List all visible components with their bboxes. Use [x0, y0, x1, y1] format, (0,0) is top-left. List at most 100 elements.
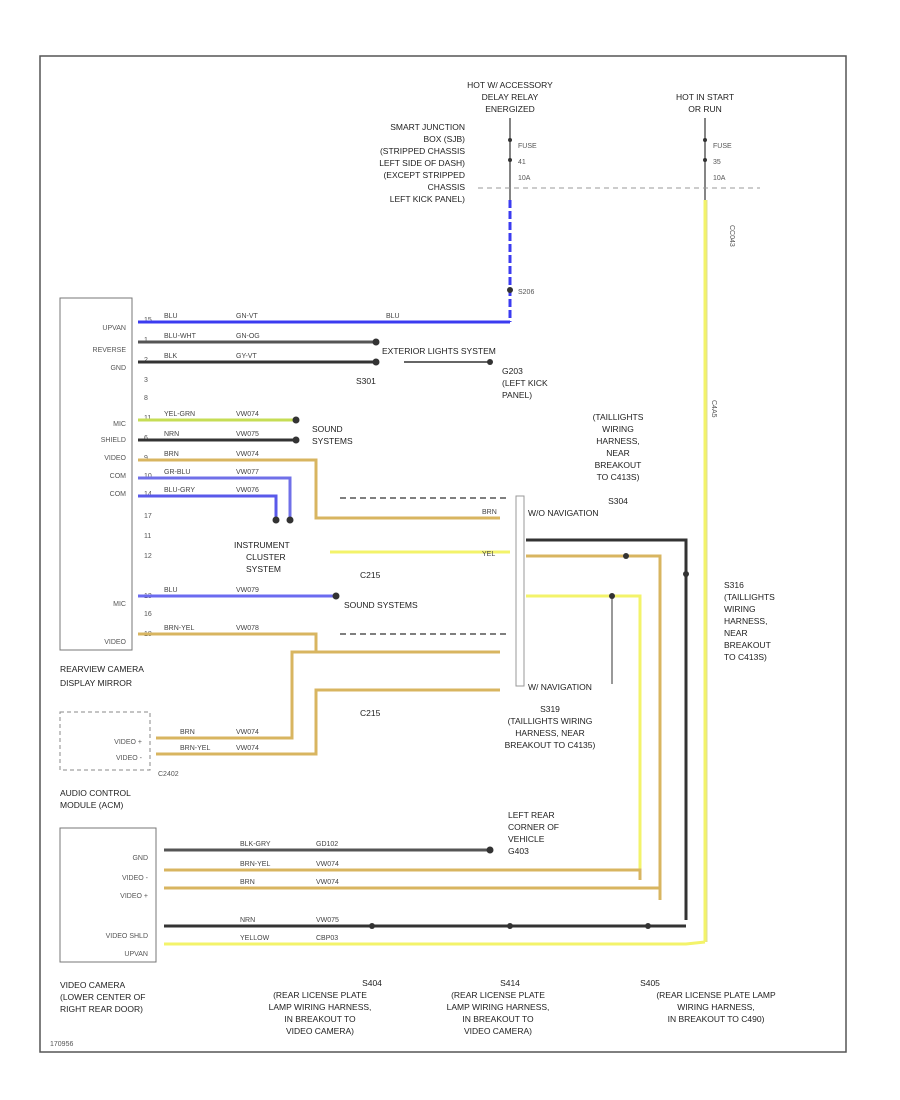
mic2-arrow — [332, 592, 340, 600]
mirror-pin-com2: COM — [110, 491, 127, 498]
svg-text:BLU-GRY: BLU-GRY — [164, 487, 195, 494]
svg-text:INSTRUMENT: INSTRUMENT — [234, 540, 290, 550]
svg-text:16: 16 — [144, 611, 152, 618]
diagram-frame — [39, 55, 847, 1053]
svg-text:VW075: VW075 — [316, 917, 339, 924]
svg-text:WIRING HARNESS,: WIRING HARNESS, — [677, 1002, 754, 1012]
wire-com-2 — [138, 494, 278, 520]
svg-text:YEL: YEL — [482, 551, 495, 558]
footer-code: 170956 — [50, 1041, 73, 1048]
run-title-2: OR RUN — [688, 104, 722, 114]
connector-c215-top: C215 — [330, 497, 510, 580]
connector-c215-bottom: C215 — [340, 633, 510, 718]
svg-text:VIDEO +: VIDEO + — [114, 739, 142, 746]
svg-text:LAMP WIRING HARNESS,: LAMP WIRING HARNESS, — [269, 1002, 372, 1012]
svg-text:CHASSIS: CHASSIS — [428, 182, 466, 192]
svg-text:SMART JUNCTION: SMART JUNCTION — [390, 122, 465, 132]
svg-text:WIRING: WIRING — [602, 424, 634, 434]
svg-text:VIDEO -: VIDEO - — [116, 755, 143, 762]
svg-text:GND: GND — [132, 855, 148, 862]
svg-text:LAMP WIRING HARNESS,: LAMP WIRING HARNESS, — [447, 1002, 550, 1012]
svg-text:W/ NAVIGATION: W/ NAVIGATION — [528, 682, 592, 692]
svg-text:NRN: NRN — [164, 431, 179, 438]
wire-acm-video-plus — [156, 650, 322, 740]
svg-text:BRN-YEL: BRN-YEL — [240, 861, 270, 868]
svg-text:(LEFT KICK: (LEFT KICK — [502, 378, 548, 388]
com-1-arrow — [286, 516, 294, 524]
svg-text:S405: S405 — [640, 978, 660, 988]
wire-acm-video-minus — [156, 688, 500, 756]
svg-text:BRN-YEL: BRN-YEL — [164, 625, 194, 632]
mirror-pin-reverse: REVERSE — [93, 347, 127, 354]
svg-text:C215: C215 — [360, 570, 381, 580]
svg-text:11: 11 — [144, 533, 151, 540]
mirror-pin-mic: MIC — [113, 421, 126, 428]
svg-text:YEL-GRN: YEL-GRN — [164, 411, 195, 418]
svg-text:NEAR: NEAR — [724, 628, 748, 638]
s316-label: S316 (TAILLIGHTS WIRING HARNESS, NEAR BR… — [724, 580, 775, 662]
svg-text:BOX (SJB): BOX (SJB) — [423, 134, 465, 144]
svg-text:CLUSTER: CLUSTER — [246, 552, 286, 562]
svg-text:BLU-WHT: BLU-WHT — [164, 333, 197, 340]
com-2-arrow — [272, 516, 280, 524]
fuse-a-label: FUSE — [518, 143, 537, 150]
svg-text:VW074: VW074 — [236, 745, 259, 752]
svg-text:VW074: VW074 — [316, 879, 339, 886]
svg-text:HARNESS, NEAR: HARNESS, NEAR — [515, 728, 584, 738]
svg-text:AUDIO CONTROL: AUDIO CONTROL — [60, 788, 131, 798]
svg-text:CBP03: CBP03 — [316, 935, 338, 942]
svg-text:LEFT SIDE OF DASH): LEFT SIDE OF DASH) — [379, 158, 465, 168]
svg-text:VIDEO -: VIDEO - — [122, 875, 149, 882]
svg-text:8: 8 — [144, 395, 148, 402]
left-rear-label: LEFT REAR CORNER OF VEHICLE G403 — [508, 810, 559, 856]
svg-text:VW074: VW074 — [236, 729, 259, 736]
svg-text:YELLOW: YELLOW — [240, 935, 270, 942]
svg-text:VW074: VW074 — [236, 451, 259, 458]
svg-text:IN BREAKOUT TO C490): IN BREAKOUT TO C490) — [668, 1014, 765, 1024]
svg-text:IN BREAKOUT TO: IN BREAKOUT TO — [284, 1014, 356, 1024]
svg-text:VW074: VW074 — [236, 411, 259, 418]
s405-label: S405 (REAR LICENSE PLATE LAMP WIRING HAR… — [640, 978, 776, 1024]
fuse-b-dot-1 — [703, 138, 707, 142]
svg-text:BRN: BRN — [482, 509, 497, 516]
wire-com-1 — [138, 476, 292, 520]
mic-arrow — [292, 416, 300, 424]
mirror-pin-list: UPVAN REVERSE GND MIC SHIELD VIDEO COM C… — [93, 325, 127, 646]
acc-title-2: DELAY RELAY — [482, 92, 539, 102]
mirror-pin-com: COM — [110, 473, 127, 480]
fuse-b-label: FUSE — [713, 143, 732, 150]
acc-title-3: ENERGIZED — [485, 104, 535, 114]
svg-text:VIDEO CAMERA): VIDEO CAMERA) — [464, 1026, 532, 1036]
mirror-pin-gnd: GND — [110, 365, 126, 372]
splice-s206 — [507, 287, 513, 293]
svg-text:BLU: BLU — [164, 313, 178, 320]
svg-text:VIDEO +: VIDEO + — [120, 893, 148, 900]
shield-arrow — [292, 436, 300, 444]
svg-text:VEHICLE: VEHICLE — [508, 834, 545, 844]
fuse-b-num: 35 — [713, 159, 721, 166]
mirror-pin-shield: SHIELD — [101, 437, 126, 444]
fuse-a-amp: 10A — [518, 175, 531, 182]
sjb-label: SMART JUNCTION BOX (SJB) (STRIPPED CHASS… — [379, 122, 465, 204]
svg-text:(TAILLIGHTS WIRING: (TAILLIGHTS WIRING — [508, 716, 593, 726]
svg-text:SYSTEMS: SYSTEMS — [312, 436, 353, 446]
svg-text:(EXCEPT STRIPPED: (EXCEPT STRIPPED — [383, 170, 465, 180]
wire-yel-right — [526, 594, 642, 880]
svg-text:S414: S414 — [500, 978, 520, 988]
svg-text:W/O NAVIGATION: W/O NAVIGATION — [528, 508, 599, 518]
exterior-lights-label: EXTERIOR LIGHTS SYSTEM — [382, 346, 496, 356]
fuse-a-num: 41 — [518, 159, 526, 166]
svg-text:S319: S319 — [540, 704, 560, 714]
reverse-arrow — [372, 338, 380, 346]
video-camera-module — [59, 827, 157, 963]
rearview-mirror-module — [59, 297, 133, 651]
svg-text:SYSTEM: SYSTEM — [246, 564, 281, 574]
svg-text:VW078: VW078 — [236, 625, 259, 632]
fuse-a-dot-2 — [508, 158, 512, 162]
svg-text:S404: S404 — [362, 978, 382, 988]
wire-video2 — [138, 632, 500, 654]
mirror-title-2: DISPLAY MIRROR — [60, 678, 132, 688]
svg-text:BREAKOUT TO C4135): BREAKOUT TO C4135) — [505, 740, 596, 750]
s319-label: S319 (TAILLIGHTS WIRING HARNESS, NEAR BR… — [505, 704, 596, 750]
